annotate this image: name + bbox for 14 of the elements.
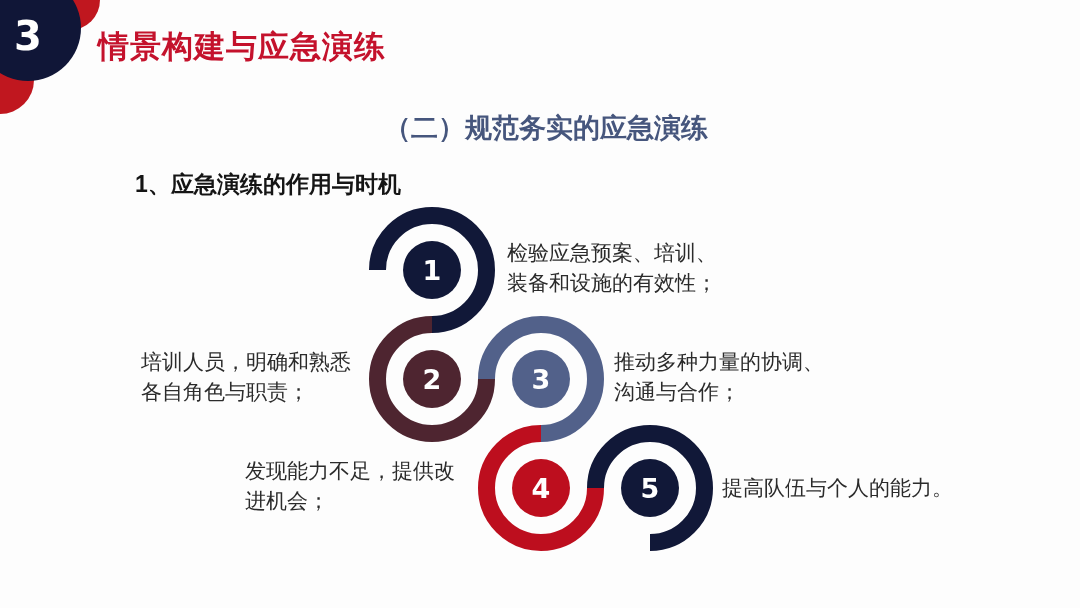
step-description: 提高队伍与个人的能力。 xyxy=(722,475,954,501)
section-number: 3 xyxy=(14,12,42,60)
step-description: 推动多种力量的协调、沟通与合作； xyxy=(614,349,825,405)
section-heading: （二）规范务实的应急演练 xyxy=(384,112,708,145)
numbered-circle: 2 xyxy=(403,350,461,408)
subsection-heading: 1、应急演练的作用与时机 xyxy=(135,170,401,199)
numbered-circle: 4 xyxy=(512,459,570,517)
numbered-circle: 1 xyxy=(403,241,461,299)
step-description: 培训人员，明确和熟悉各自角色与职责； xyxy=(141,349,352,405)
step-description: 检验应急预案、培训、装备和设施的有效性； xyxy=(507,240,718,296)
step-description: 发现能力不足，提供改进机会； xyxy=(245,458,456,514)
slide-title: 情景构建与应急演练 xyxy=(98,28,386,66)
numbered-circle: 3 xyxy=(512,350,570,408)
numbered-circle: 5 xyxy=(621,459,679,517)
